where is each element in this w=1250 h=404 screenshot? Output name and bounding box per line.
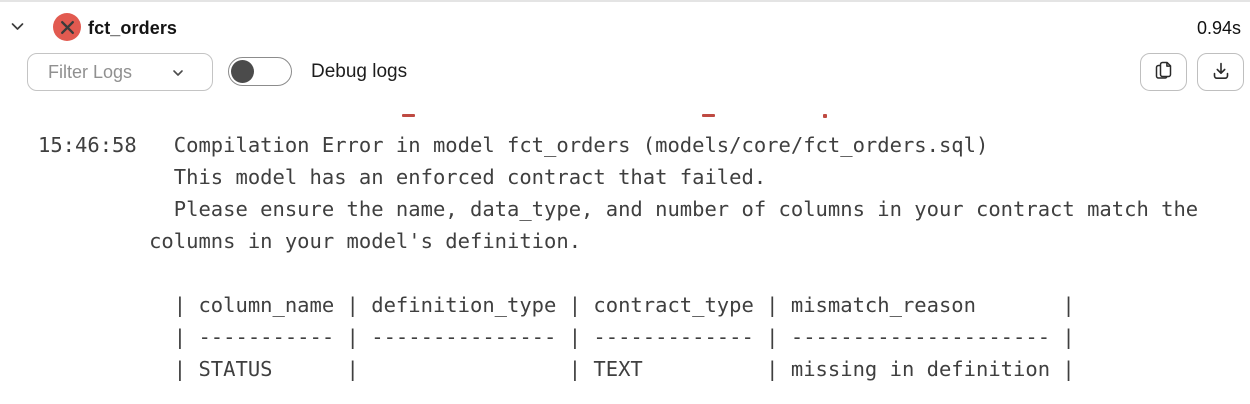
download-icon (1210, 60, 1232, 85)
error-status-icon (53, 13, 81, 41)
log-text: 15:46:58 Compilation Error in model fct_… (38, 133, 1199, 381)
debug-logs-toggle[interactable] (228, 57, 292, 86)
chevron-down-icon (9, 18, 26, 38)
download-logs-button[interactable] (1197, 53, 1244, 91)
debug-logs-label: Debug logs (311, 61, 408, 82)
run-duration: 0.94s (1196, 18, 1241, 38)
copy-icon (1152, 59, 1175, 85)
filter-logs-dropdown[interactable]: Filter Logs (27, 53, 213, 91)
filter-logs-label: Filter Logs (48, 62, 133, 82)
red-text-fragment (402, 114, 415, 117)
panel-top-border (0, 0, 1250, 2)
red-text-fragment (823, 114, 827, 118)
toggle-knob (231, 59, 254, 83)
chevron-down-icon (173, 70, 183, 76)
model-name: fct_orders (88, 18, 178, 38)
x-glyph (60, 20, 74, 34)
copy-logs-button[interactable] (1140, 53, 1187, 91)
red-text-fragment (702, 114, 715, 117)
collapse-chevron-button[interactable] (5, 17, 29, 39)
log-output[interactable]: 15:46:58 Compilation Error in model fct_… (0, 97, 1250, 404)
